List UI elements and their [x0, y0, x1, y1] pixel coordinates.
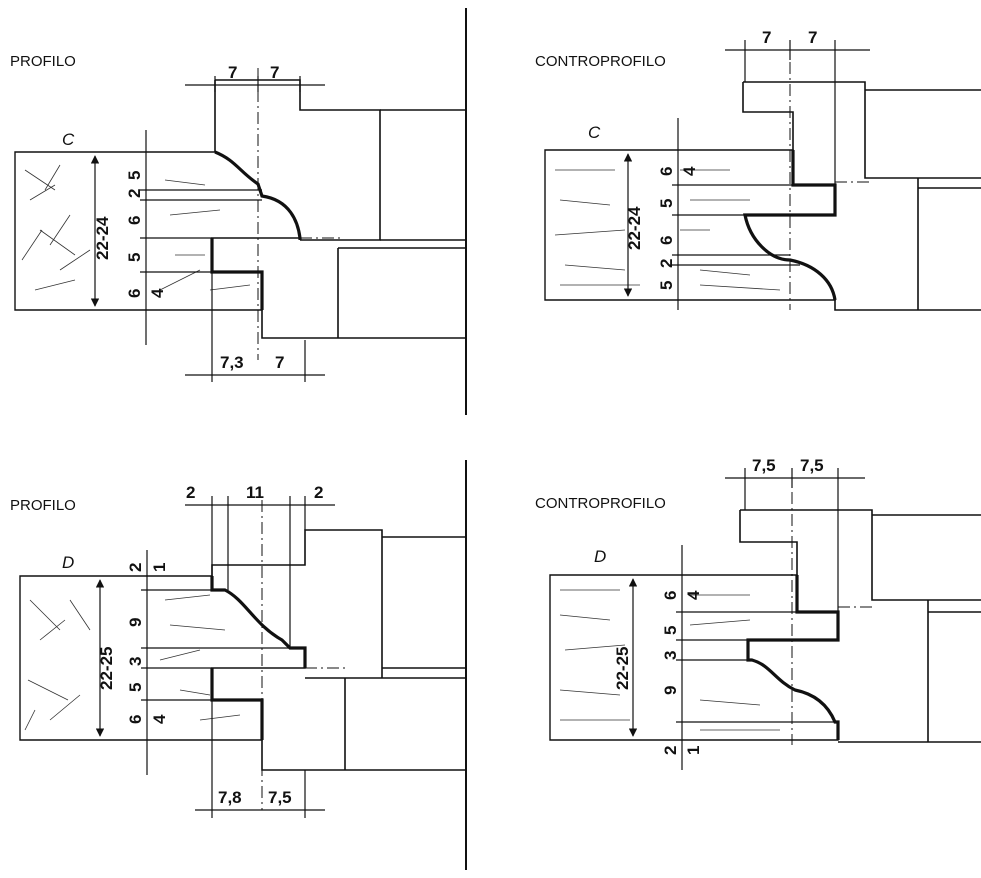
stack-3: 3 [661, 651, 680, 660]
side-2: 4 [150, 714, 169, 724]
board-letter: D [594, 547, 606, 566]
stack-1: 6 [661, 591, 680, 600]
cut-profile [743, 150, 837, 301]
bottom-dim-2: 7 [275, 353, 284, 372]
panel-profilo-d: PROFILO D 2 11 2 7,8 7,5 22-25 2 9 3 5 6 [10, 483, 466, 818]
top-dim-1: 2 [186, 483, 195, 502]
stack-2: 5 [661, 626, 680, 635]
cutter-lower [261, 109, 466, 339]
top-dim-1: 7,5 [752, 456, 776, 475]
board-letter: D [62, 553, 74, 572]
stack-1: 5 [125, 171, 144, 180]
stack-5: 6 [126, 715, 145, 724]
side-1: 4 [684, 590, 703, 600]
bottom-dim-1: 7,8 [218, 788, 242, 807]
top-dim-3: 2 [314, 483, 323, 502]
board-letter: C [62, 130, 75, 149]
thickness-label: 22-25 [97, 647, 116, 690]
stack-5: 2 [661, 746, 680, 755]
top-dim-2: 7 [808, 28, 817, 47]
cut-profile-upper [214, 150, 302, 240]
stack-3: 6 [657, 236, 676, 245]
side-1: 4 [148, 288, 167, 298]
panel-profilo-c: PROFILO C 7 7 7,3 7 22-24 5 [10, 53, 466, 382]
stack-1: 2 [126, 563, 145, 572]
wood-grain [554, 169, 781, 291]
stack-5: 6 [125, 289, 144, 298]
stack-5: 5 [657, 281, 676, 290]
thickness-label: 22-25 [613, 647, 632, 690]
wood-grain [24, 594, 241, 731]
stack-2: 2 [125, 189, 144, 198]
top-dim-2: 7 [270, 63, 279, 82]
side-1: 1 [150, 563, 169, 572]
stack-4: 5 [125, 253, 144, 262]
panel-title: CONTROPROFILO [535, 495, 666, 512]
stack-2: 9 [126, 618, 145, 627]
stack-4: 2 [657, 259, 676, 268]
panel-controprofilo-d: CONTROPROFILO D 7,5 7,5 22-25 6 5 3 9 2 … [535, 456, 981, 770]
panel-title: PROFILO [10, 53, 76, 70]
side-1: 4 [680, 166, 699, 176]
panel-title: CONTROPROFILO [535, 53, 666, 70]
wood-grain [21, 164, 251, 291]
top-dim-2: 11 [246, 483, 264, 502]
stack-2: 5 [657, 199, 676, 208]
cut-profile [746, 575, 840, 740]
cutter-body [742, 81, 981, 311]
cut-profile-lower [210, 238, 264, 310]
panel-controprofilo-c: CONTROPROFILO C 7 7 22-24 6 5 6 2 5 4 [535, 28, 981, 311]
bottom-dim-1: 7,3 [220, 353, 244, 372]
bottom-dim-2: 7,5 [268, 788, 292, 807]
board-letter: C [588, 123, 601, 142]
cutter-body [739, 509, 981, 743]
stack-3: 3 [126, 657, 145, 666]
thickness-label: 22-24 [93, 216, 112, 260]
stack-3: 6 [125, 216, 144, 225]
stack-4: 5 [126, 683, 145, 692]
top-dim-1: 7 [228, 63, 237, 82]
side-2: 1 [684, 746, 703, 755]
top-dim-2: 7,5 [800, 456, 824, 475]
thickness-label: 22-24 [625, 206, 644, 250]
stack-1: 6 [657, 167, 676, 176]
stack-4: 9 [661, 686, 680, 695]
panel-title: PROFILO [10, 497, 76, 514]
top-dim-1: 7 [762, 28, 771, 47]
wood-board [14, 151, 301, 311]
cut-profile-upper [210, 576, 307, 668]
